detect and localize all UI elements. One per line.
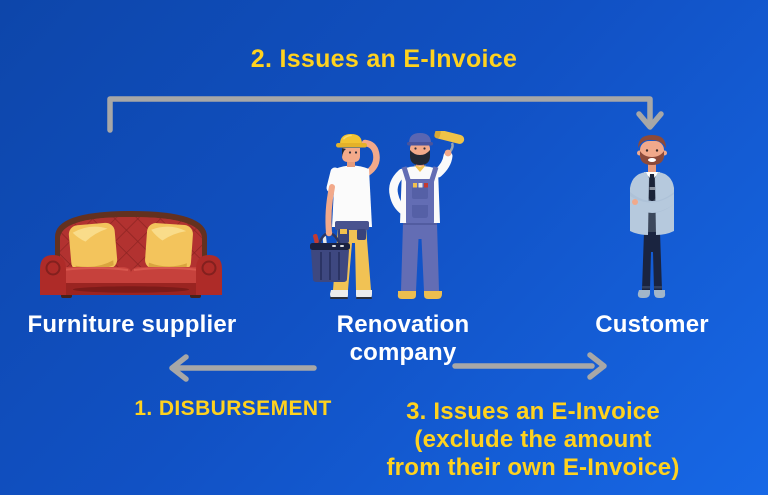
step3-line2: (exclude the amount: [414, 426, 652, 453]
entity-illustration-furniture: [36, 207, 226, 299]
entity-illustration-renovation: [302, 129, 466, 303]
entity-illustration-customer: [618, 132, 686, 308]
customer-label: Customer: [595, 311, 709, 338]
pillow-right: [145, 223, 193, 271]
step2-label: 2. Issues an E-Invoice: [250, 45, 518, 73]
painter-with-roller: [389, 129, 465, 299]
step2-arrow: [107, 96, 664, 133]
furniture-supplier-label: Furniture supplier: [27, 311, 237, 338]
step3-label: 3. Issues an E-Invoice (exclude the amou…: [383, 398, 683, 482]
red-sofa-icon: [40, 211, 222, 298]
step3-line3: from their own E-Invoice): [386, 454, 680, 481]
construction-workers-icon: [310, 129, 465, 299]
worker-with-toolbag: [310, 134, 380, 299]
renovation-company-label: Renovation company: [336, 311, 470, 366]
step3-line1: 3. Issues an E-Invoice: [406, 398, 660, 425]
businessman-icon: [630, 135, 674, 298]
pillow-left: [68, 222, 118, 272]
toolbag-icon: [310, 229, 350, 282]
step1-label: 1. DISBURSEMENT: [134, 397, 332, 420]
paint-roller-icon: [434, 129, 465, 154]
